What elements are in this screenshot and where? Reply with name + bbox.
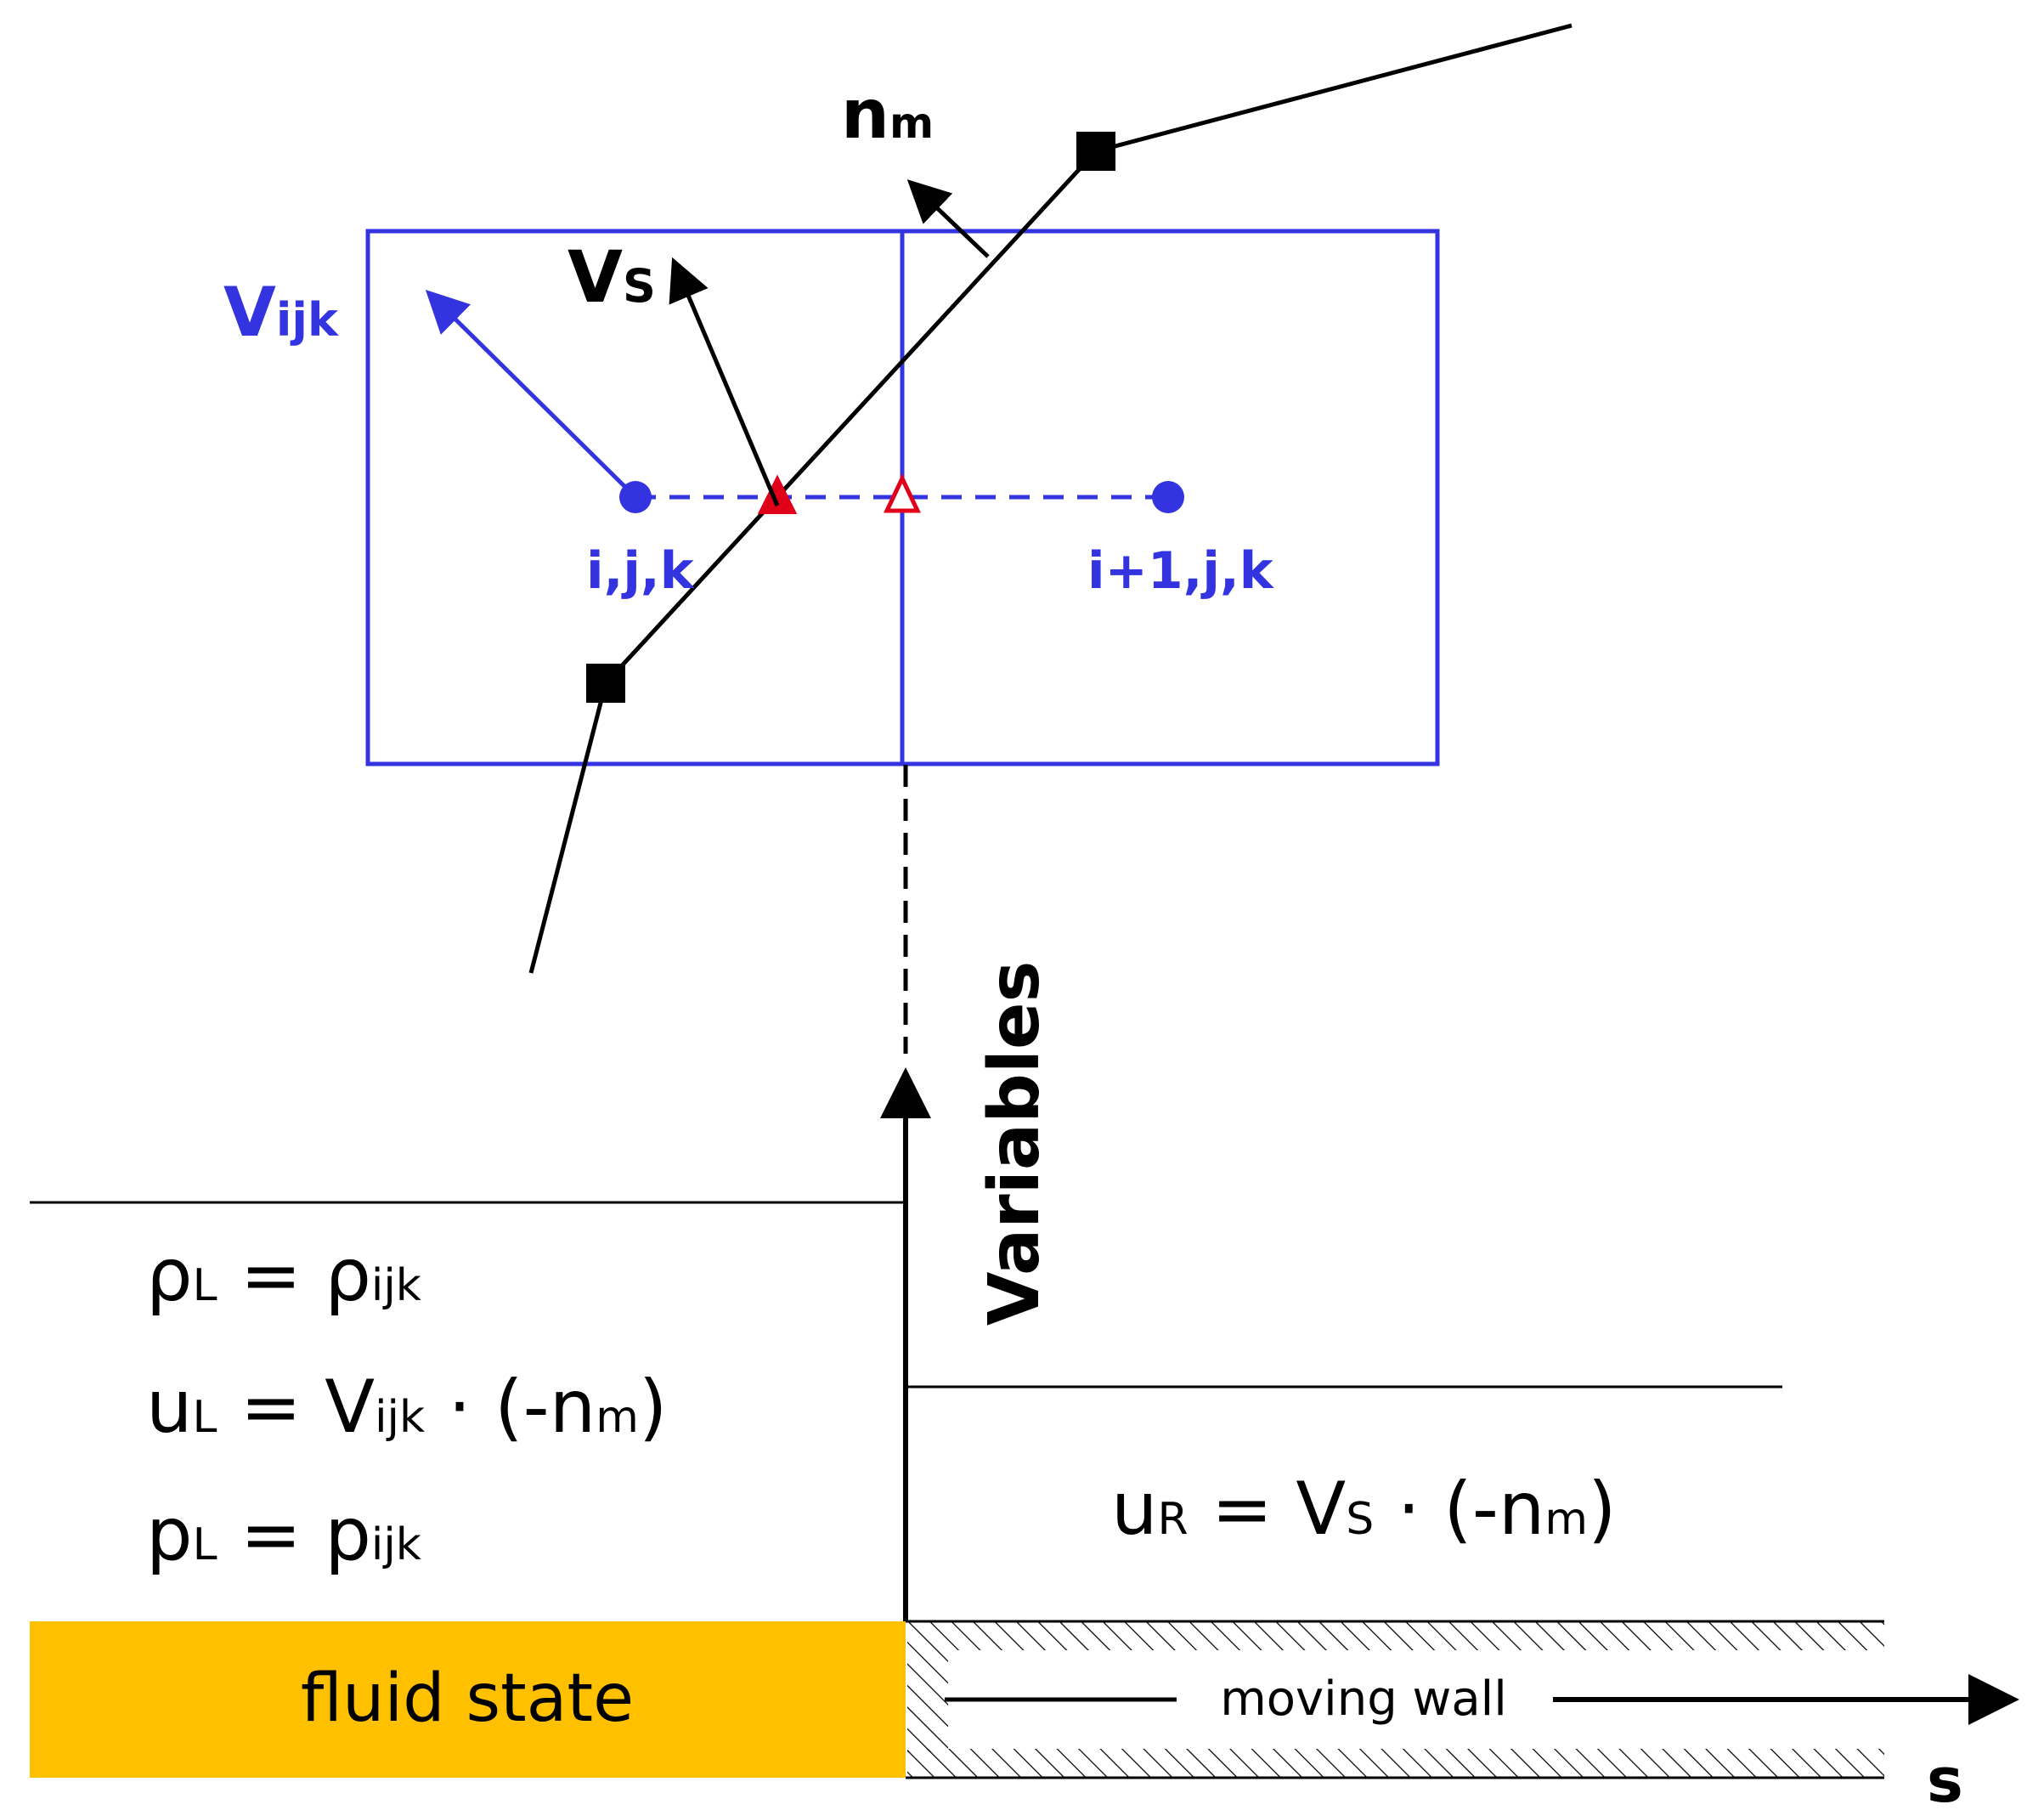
- moving-wall-label-bg: [1188, 1667, 1536, 1732]
- s-axis-label: s: [1927, 1745, 1963, 1810]
- label-vs: VS: [567, 235, 656, 319]
- vs-arrow: [669, 257, 780, 506]
- intersection-marker-filled: [757, 474, 798, 514]
- node-i1jk: [1152, 481, 1184, 513]
- variables-axis-label: Variables: [974, 961, 1055, 1326]
- fluid-state-block: [30, 1621, 906, 1778]
- label-vijk: Vijk: [223, 273, 339, 352]
- wall-hatch-top: [907, 1621, 1884, 1650]
- wall-hatch-bottom: [907, 1749, 1884, 1778]
- interface-vertex-upper: [1076, 132, 1115, 171]
- interface-vertex-lower: [586, 664, 625, 703]
- label-node-ijk: i,j,k: [586, 541, 696, 601]
- moving-wall-label: moving wall: [1220, 1671, 1507, 1727]
- equation-rho-left: ρL = ρijk: [146, 1233, 421, 1318]
- nm-arrow: [906, 179, 990, 258]
- equation-u-right: uR = VS · (-nm): [1111, 1467, 1617, 1552]
- equation-u-left: uL = Vijk · (-nm): [146, 1365, 667, 1450]
- face-marker-open: [884, 473, 921, 513]
- equation-p-left: pL = pijk: [146, 1492, 421, 1577]
- fluid-state-label: fluid state: [301, 1660, 634, 1737]
- interface-line: [528, 23, 1573, 974]
- vijk-arrow: [425, 289, 637, 499]
- label-node-i1jk: i+1,j,k: [1087, 541, 1275, 601]
- label-nm: nm: [841, 75, 934, 154]
- wall-hatch-left: [907, 1650, 948, 1752]
